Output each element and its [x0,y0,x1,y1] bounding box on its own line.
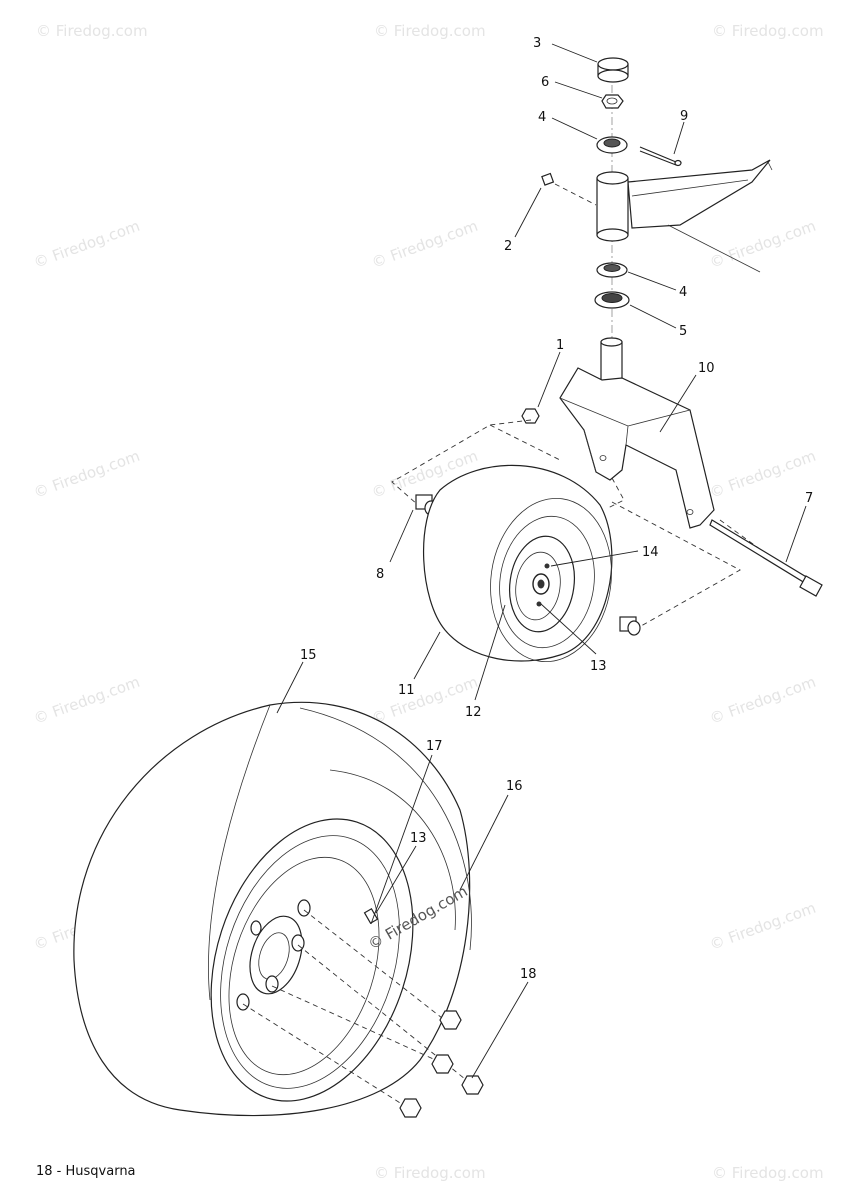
callout-11: 11 [398,683,415,698]
drive-wheel [73,701,472,1117]
seal [594,291,630,309]
page-footer-label: 18 - Husqvarna [36,1164,136,1179]
callout-5: 5 [679,324,687,339]
bearing-lower [596,262,628,278]
assembly-paths [391,419,806,631]
spacer-right [619,616,641,636]
callout-18: 18 [520,967,537,982]
watermark: © Firedog.com [712,1164,824,1182]
watermark: © Firedog.com [707,447,818,502]
callout-4-lower: 4 [679,285,687,300]
callout-8: 8 [376,567,384,582]
watermark: © Firedog.com [369,673,480,728]
callout-labels: 3 6 4 9 2 4 5 1 10 7 8 14 13 11 12 15 17… [300,36,813,982]
lug-nuts [242,909,484,1118]
watermark: © Firedog.com [707,217,818,272]
callout-15: 15 [300,648,317,663]
callout-1: 1 [556,338,564,353]
pivot-tube [596,171,629,242]
watermark: © Firedog.com [31,673,142,728]
watermark: © Firedog.com [31,217,142,272]
watermark: © Firedog.com [712,22,824,40]
axle-bolt [709,519,823,597]
dust-cap [597,57,629,83]
callout-3: 3 [533,36,541,51]
callout-13-caster: 13 [590,659,607,674]
frame-arm [627,159,773,273]
callout-10: 10 [698,361,715,376]
cotter-pin [639,146,682,167]
caster-wheel [422,464,613,663]
callout-7: 7 [805,491,813,506]
callout-6: 6 [541,75,549,90]
callout-16: 16 [506,779,523,794]
watermark: © Firedog.com [36,22,148,40]
callout-12: 12 [465,705,482,720]
callout-17: 17 [426,739,443,754]
callout-13-drive: 13 [410,831,427,846]
callout-9: 9 [680,109,688,124]
watermark: © Firedog.com [31,447,142,502]
callout-4-upper: 4 [538,110,546,125]
nut-1 [521,408,540,424]
callout-2: 2 [504,239,512,254]
bearing-upper [596,136,628,154]
watermark: © Firedog.com [707,673,818,728]
grease-fitting [541,172,597,206]
watermark: © Firedog.com [374,22,486,40]
watermark: © Firedog.com [369,217,480,272]
watermark: © Firedog.com [374,1164,486,1182]
watermark: © Firedog.com [707,899,818,954]
leader-lines [276,43,807,1079]
callout-14: 14 [642,545,659,560]
castle-nut [601,94,624,109]
